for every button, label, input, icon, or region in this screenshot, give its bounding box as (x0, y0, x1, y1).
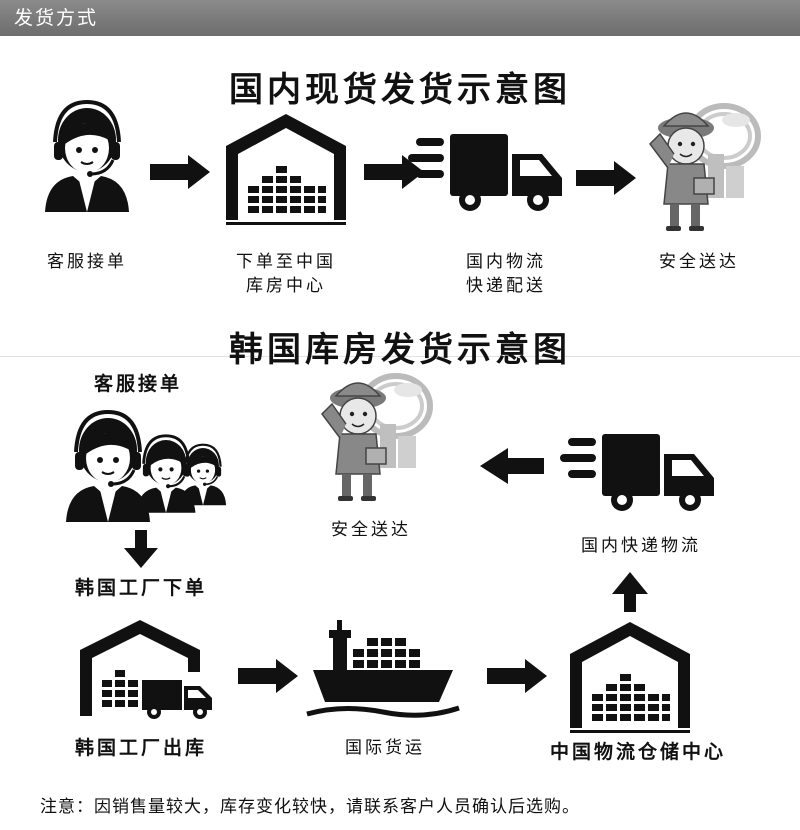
delivery-truck-icon (560, 434, 714, 511)
step-label: 韩国工厂下单 (56, 576, 226, 600)
step-label: 中国物流仓储中心 (528, 740, 748, 764)
courier-salute-icon (322, 376, 430, 501)
step-label: 安全送达 (644, 250, 754, 274)
step-label: 韩国工厂出库 (56, 736, 226, 760)
step-label: 国际货运 (320, 736, 450, 760)
arrow-down-icon (124, 530, 158, 568)
step-label: 下单至中国 库房中心 (226, 250, 346, 298)
step-label: 客服接单 (30, 250, 144, 274)
step-label: 国内快递物流 (556, 534, 726, 558)
factory-warehouse-icon (80, 620, 212, 719)
arrow-right-icon (576, 161, 636, 195)
arrow-left-icon (480, 448, 544, 484)
courier-salute-icon (650, 106, 758, 231)
customer-service-team-icon (66, 412, 226, 522)
warehouse-icon (226, 114, 346, 225)
cargo-ship-icon (307, 620, 459, 715)
footnote-notice: 注意：因销售量较大，库存变化较快，请联系客户人员确认后选购。 (40, 792, 580, 817)
step-label: 安全送达 (306, 518, 436, 542)
step-label: 国内物流 快递配送 (446, 250, 566, 298)
step-label: 客服接单 (78, 372, 198, 396)
warehouse-icon (570, 622, 690, 733)
delivery-truck-icon (408, 134, 562, 211)
arrow-right-icon (150, 155, 210, 189)
arrow-right-icon (487, 659, 547, 693)
customer-service-icon (45, 102, 129, 212)
arrow-right-icon (238, 659, 298, 693)
arrow-up-icon (612, 572, 648, 612)
